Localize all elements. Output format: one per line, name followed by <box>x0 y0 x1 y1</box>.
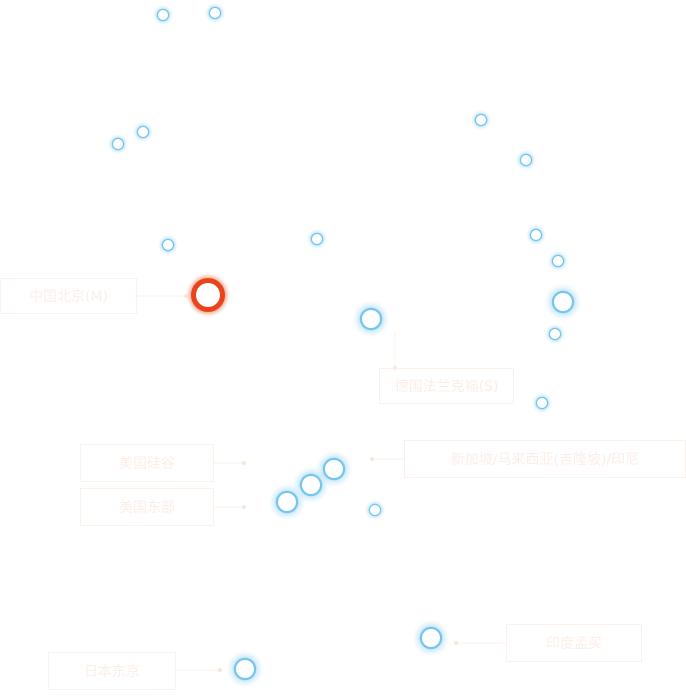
region-label-text: 美国硅谷 <box>119 456 175 472</box>
connector-dot <box>454 641 458 645</box>
region-marker[interactable] <box>515 149 537 171</box>
connector-dot <box>242 505 246 509</box>
region-marker[interactable] <box>364 499 386 521</box>
region-marker[interactable] <box>544 323 566 345</box>
region-label-text: 中国北京(M) <box>29 289 108 305</box>
region-label-text: 美国东部 <box>119 500 175 516</box>
region-marker[interactable] <box>107 133 129 155</box>
region-label[interactable]: 美国东部 <box>80 488 214 526</box>
region-marker-large[interactable] <box>315 450 353 488</box>
region-label[interactable]: 日本东京 <box>48 652 176 690</box>
region-marker-large[interactable] <box>352 300 390 338</box>
region-marker[interactable] <box>525 224 547 246</box>
region-label-box <box>48 652 176 690</box>
region-label[interactable]: 中国北京(M) <box>0 278 137 314</box>
region-label-box <box>80 488 214 526</box>
region-label[interactable]: 德国法兰克福(S) <box>379 368 514 404</box>
region-marker[interactable] <box>204 2 226 24</box>
region-marker[interactable] <box>132 121 154 143</box>
region-marker[interactable] <box>470 109 492 131</box>
region-label[interactable]: 印度孟买 <box>506 624 642 662</box>
region-label-box <box>506 624 642 662</box>
region-label[interactable]: 新加坡/马来西亚(吉隆坡)/印尼 <box>404 440 686 478</box>
connector-dot <box>218 668 222 672</box>
region-label[interactable]: 美国硅谷 <box>80 444 214 482</box>
region-label-box <box>80 444 214 482</box>
region-marker-large[interactable] <box>226 650 264 688</box>
region-marker-large[interactable] <box>544 283 582 321</box>
connector-dot <box>370 457 374 461</box>
region-marker[interactable] <box>531 392 553 414</box>
region-label-text: 印度孟买 <box>546 636 602 652</box>
region-markers <box>107 2 582 688</box>
region-marker[interactable] <box>152 4 174 26</box>
region-label-text: 德国法兰克福(S) <box>395 379 499 395</box>
connector-dot <box>242 461 246 465</box>
region-marker-large[interactable] <box>412 619 450 657</box>
region-label-text: 新加坡/马来西亚(吉隆坡)/印尼 <box>451 452 639 468</box>
highlighted-region-marker[interactable] <box>186 273 230 317</box>
region-label-box <box>0 278 137 314</box>
region-label-text: 日本东京 <box>84 664 140 680</box>
region-label-box <box>379 368 514 404</box>
region-marker[interactable] <box>157 234 179 256</box>
region-marker[interactable] <box>547 250 569 272</box>
region-marker[interactable] <box>306 228 328 250</box>
